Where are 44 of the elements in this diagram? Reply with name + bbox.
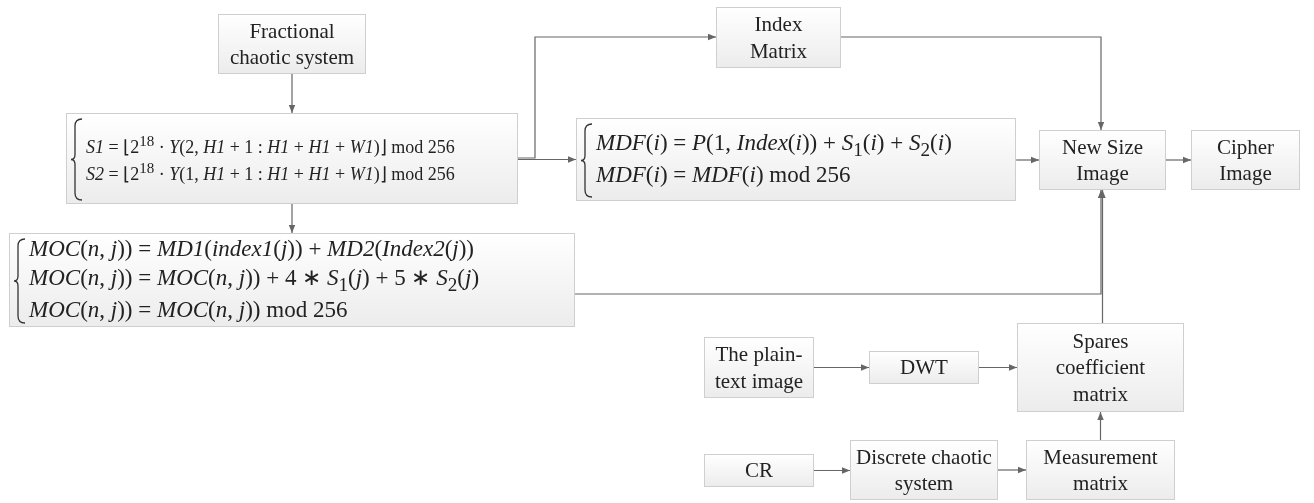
box-label: Spares coefficient matrix [1054,328,1147,407]
equation-text: MOC(n, j)) = MOC(n, j)) + 4 ∗ S$_{1}$(j) + 5 ∗ S$_{2}$(j) [29,263,480,297]
arrow [840,36,1105,131]
process-box [869,351,979,384]
equation-text: MOC(n, j)) = MD1(index1(j)) + MD2(Index2(j)) [29,234,475,263]
equation-text: MOC(n, j)) = MOC(n, j)) mod 256 [29,296,348,325]
equation-box [576,118,1016,201]
equation-text: MDF(i) = P(1, Index(i)) + S$_{1}$(i) + S$_{2}$(i) [596,128,952,162]
box-label: DWT [900,354,948,381]
process-box [716,7,841,68]
arrow [813,364,870,371]
process-box [1191,130,1300,190]
equation-text: S2 = ⌊2$^{18}$ · Y(1, H1 + 1 : H1 + H1 + W1)⌋ mod 256 [86,158,455,185]
arrow [574,189,1105,295]
arrow [978,364,1018,371]
box-label: Discrete chaotic system [856,443,992,497]
arrow [288,73,296,114]
arrow [1015,156,1040,164]
process-box [704,454,814,487]
process-box [1026,440,1175,500]
equation-box [66,113,518,204]
process-box [850,440,998,500]
process-box [218,14,366,74]
box-label: Measurement matrix [1042,443,1159,497]
arrow [1099,189,1106,324]
arrow [997,466,1027,474]
box-label: Index Matrix [748,11,809,64]
box-label: CR [745,457,773,484]
equation-box [9,233,575,327]
process-box [1017,323,1184,412]
box-label: New Size Image [1060,133,1145,187]
arrow [813,467,851,474]
arrow [1165,156,1192,164]
arrow [517,33,717,159]
arrow [1097,411,1104,441]
arrow [517,156,577,163]
equation-text: S1 = ⌊2$^{18}$ · Y(2, H1 + 1 : H1 + H1 + W1)⌋ mod 256 [86,132,455,159]
process-box [704,337,814,398]
box-label: The plain-text image [713,341,805,394]
process-box [1039,130,1166,190]
arrow [288,203,296,234]
equation-text: MDF(i) = MDF(i) mod 256 [596,161,851,190]
box-label: Cipher Image [1215,133,1276,187]
box-label: Fractional chaotic system [228,17,356,71]
